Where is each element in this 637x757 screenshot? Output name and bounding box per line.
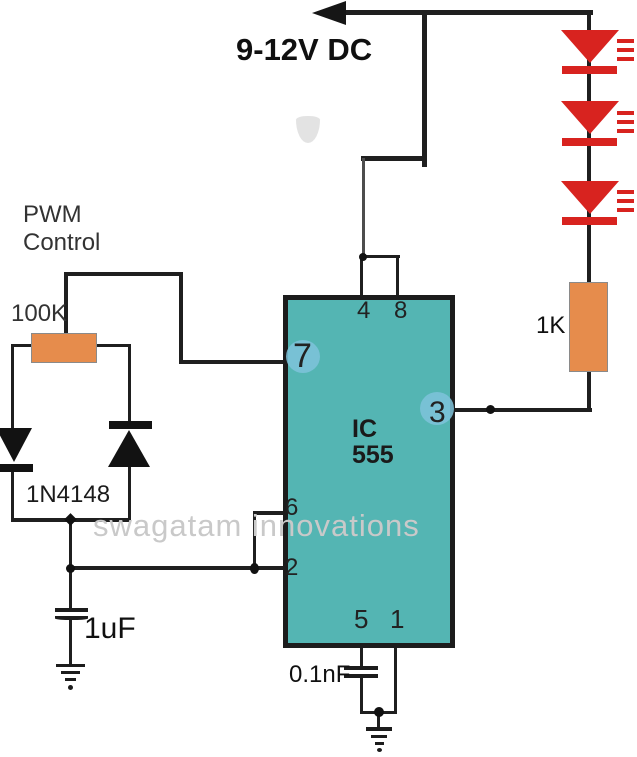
led-2-ray-icon — [617, 120, 634, 124]
junction-dot-pin3 — [486, 405, 495, 414]
led-1-icon — [561, 30, 619, 63]
wire-pot-right-lead — [96, 344, 131, 347]
ground2-line3 — [375, 742, 384, 745]
wire-wiper-down — [179, 272, 183, 364]
wire-to-pin7 — [179, 360, 285, 364]
wire-supply-thin — [362, 158, 365, 258]
pin-2-label: 2 — [285, 554, 299, 581]
resistor-1k-body — [569, 282, 608, 372]
led-1-ray-icon — [617, 48, 634, 52]
wire-to-pin2 — [69, 566, 285, 570]
supply-voltage-label: 9-12V DC — [236, 32, 373, 67]
wire-left-branch-bottom — [11, 470, 14, 521]
ground1-icon — [56, 664, 85, 667]
wire-pins48-link — [360, 255, 400, 258]
wire-wiper-top — [64, 272, 183, 276]
cap1-value-label: 1uF — [84, 612, 136, 645]
wire-right-branch-bottom — [128, 466, 131, 521]
pin-3-label: 3 — [429, 396, 446, 429]
wire-pin6-riser — [253, 513, 256, 569]
pin-7-highlight — [286, 340, 320, 373]
pin-5-label: 5 — [354, 604, 369, 634]
faded-watermark-blob — [296, 116, 320, 143]
wire-left-branch-top — [11, 344, 14, 430]
ic-name-line2: 555 — [352, 441, 394, 469]
wire-pin4-stub — [360, 255, 363, 297]
led-3-ray-icon — [617, 199, 634, 203]
wire-wiper-stem — [64, 274, 68, 334]
wire-pot-left-lead — [11, 344, 33, 347]
wire-pin8-stub — [396, 255, 399, 297]
wire-pin5-stub — [360, 646, 363, 668]
pin-7-label: 7 — [293, 337, 312, 375]
led-2-ray-icon — [617, 111, 634, 115]
led-1-ray-icon — [617, 39, 634, 43]
wire-loop-to-node — [69, 520, 72, 570]
led-1-ray-icon — [617, 57, 634, 61]
led-3-cathode-bar — [562, 217, 617, 225]
r1k-value-label: 1K — [536, 312, 566, 339]
pot-value-label: 100K — [11, 300, 68, 327]
pwm-label-line2: Control — [23, 229, 101, 256]
ground1-line2 — [61, 671, 80, 674]
pin-4-label: 4 — [357, 297, 371, 324]
pin-8-label: 8 — [394, 297, 408, 324]
wire-right-branch-top — [128, 344, 131, 423]
pin-6-label: 6 — [285, 494, 299, 521]
ground2-dot — [377, 748, 382, 752]
diode-left-cathode-bar — [0, 464, 33, 472]
wire-cap2-bottom — [360, 678, 363, 714]
ic-name: IC 555 — [352, 416, 394, 468]
wire-supply-stub — [361, 156, 427, 161]
cap2-plate-top — [344, 666, 378, 670]
wire-pin3-out — [453, 408, 592, 412]
led-2-icon — [561, 101, 619, 134]
cap1-plate-bottom — [55, 616, 88, 620]
cap1-plate-top — [55, 608, 88, 612]
wire-cap1-bottom — [69, 620, 72, 665]
diodes-value-label: 1N4148 — [26, 481, 111, 508]
junction-dot-pin6 — [250, 563, 259, 574]
led-3-ray-icon — [617, 208, 634, 212]
wire-r1k-bottom — [587, 370, 591, 412]
pin-3-highlight — [420, 392, 454, 425]
wire-pin1-stub — [394, 646, 397, 714]
supply-arrow-icon — [312, 1, 346, 25]
diode-left-icon — [0, 428, 32, 462]
ground1-dot — [68, 685, 73, 690]
ic-name-line1: IC — [352, 415, 377, 443]
diode-right-cathode-bar — [109, 421, 152, 429]
led-3-ray-icon — [617, 190, 634, 194]
wire-top-rail — [340, 10, 593, 15]
watermark-text: swagatam innovations — [93, 508, 420, 543]
pot-100k-body — [31, 333, 97, 363]
junction-dot-node — [66, 564, 75, 573]
diode-right-icon — [108, 430, 150, 467]
pin-1-label: 1 — [390, 604, 405, 634]
ground2-icon — [366, 727, 392, 731]
cap2-plate-bottom — [344, 674, 378, 678]
wire-supply-drop — [422, 10, 427, 167]
wire-to-pin6 — [253, 511, 285, 515]
junction-dot-loop — [64, 513, 77, 526]
wire-led-chain — [587, 10, 591, 284]
pwm-label-line1: PWM — [23, 201, 82, 228]
ground2-line2 — [371, 735, 387, 738]
led-2-ray-icon — [617, 129, 634, 133]
junction-dot-supply — [359, 253, 367, 261]
led-3-icon — [561, 181, 619, 214]
wire-gnd2-stem — [377, 712, 380, 728]
ground1-line3 — [65, 678, 76, 681]
wire-cap1-top — [69, 569, 72, 610]
led-2-cathode-bar — [562, 138, 617, 146]
junction-dot-gnd2 — [374, 707, 384, 717]
cap2-value-label: 0.1nF — [289, 661, 351, 688]
led-1-cathode-bar — [562, 66, 617, 74]
